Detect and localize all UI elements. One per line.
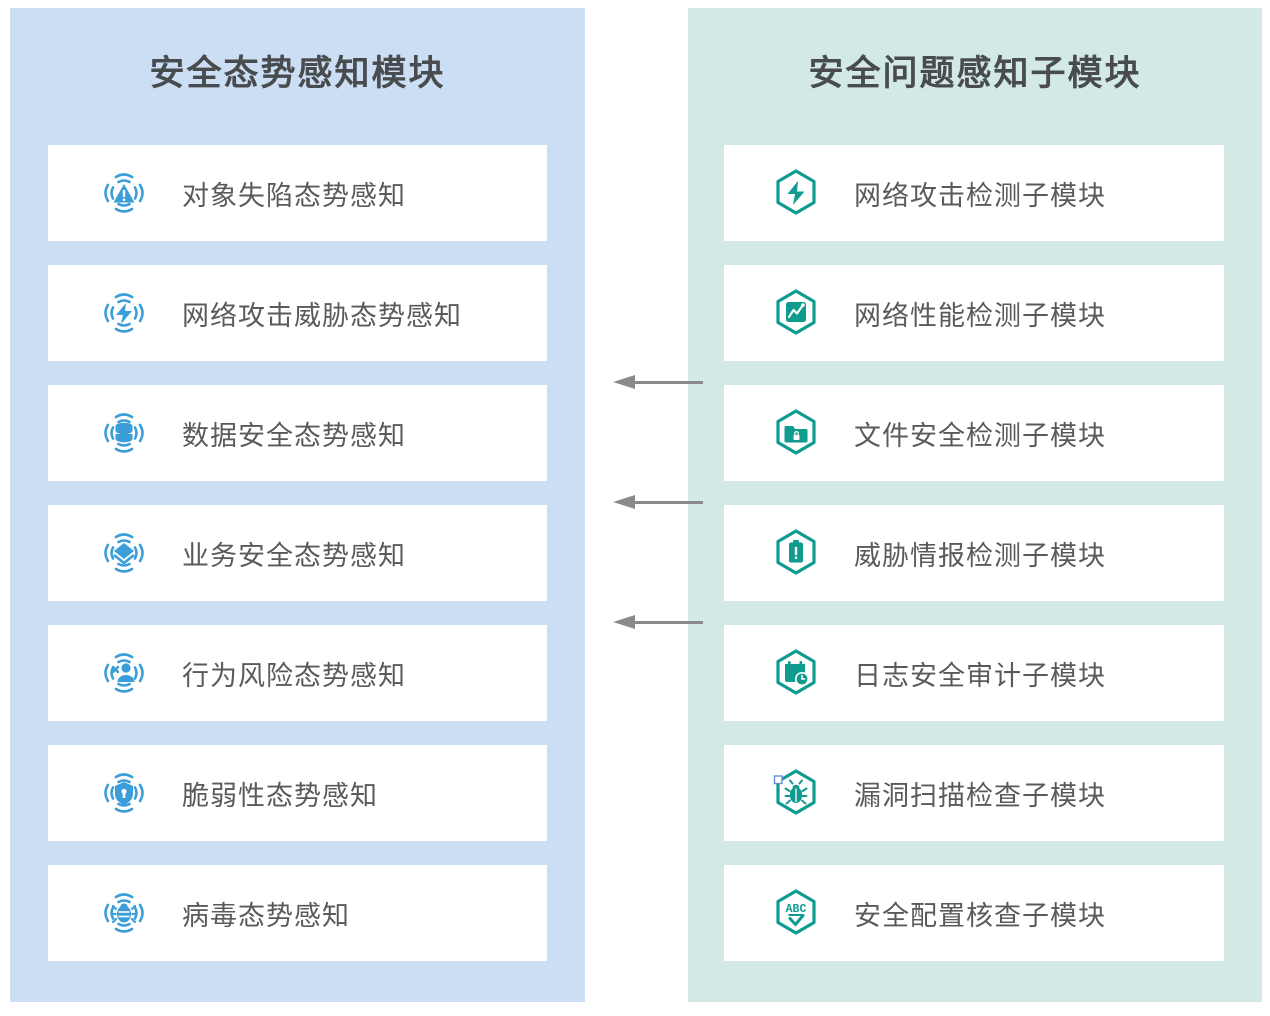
right-card-label: 威胁情报检测子模块 — [854, 540, 1106, 571]
right-card-label: 安全配置核查子模块 — [854, 900, 1106, 931]
arrow-shaft — [631, 381, 703, 384]
radar-shield-icon — [94, 763, 154, 823]
left-card-label: 行为风险态势感知 — [182, 660, 406, 691]
left-panel-title: 安全态势感知模块 — [149, 54, 446, 93]
left-card-object-compromise[interactable]: 对象失陷态势感知 — [48, 145, 547, 241]
radar-lightning-bolt-icon — [94, 283, 154, 343]
left-card-label: 对象失陷态势感知 — [182, 180, 406, 211]
right-card-file-security-detection[interactable]: 文件安全检测子模块 — [724, 385, 1224, 481]
right-card-vulnerability-scan[interactable]: 漏洞扫描检查子模块 — [724, 745, 1224, 841]
radar-diamond-icon — [94, 523, 154, 583]
left-card-label: 网络攻击威胁态势感知 — [182, 300, 462, 331]
radar-user-risk-icon — [94, 643, 154, 703]
right-card-label: 漏洞扫描检查子模块 — [854, 780, 1106, 811]
hexagon-lightning-bolt-icon — [766, 163, 826, 223]
arrow-right-to-left-2 — [613, 495, 703, 509]
hexagon-chart-line-icon — [766, 283, 826, 343]
right-card-label: 网络性能检测子模块 — [854, 300, 1106, 331]
right-card-log-security-audit[interactable]: 日志安全审计子模块 — [724, 625, 1224, 721]
arrow-shaft — [631, 621, 703, 624]
left-card-label: 数据安全态势感知 — [182, 420, 406, 451]
right-panel-card-list: 网络攻击检测子模块 网络性能检测子模块 — [688, 145, 1262, 985]
left-card-business-security[interactable]: 业务安全态势感知 — [48, 505, 547, 601]
left-card-label: 病毒态势感知 — [182, 900, 350, 931]
arrow-right-to-left-3 — [613, 615, 703, 629]
right-card-network-performance-detection[interactable]: 网络性能检测子模块 — [724, 265, 1224, 361]
right-card-network-attack-detection[interactable]: 网络攻击检测子模块 — [724, 145, 1224, 241]
left-card-label: 业务安全态势感知 — [182, 540, 406, 571]
right-card-label: 网络攻击检测子模块 — [854, 180, 1106, 211]
left-panel-security-situation-awareness: 安全态势感知模块 — [10, 8, 585, 1002]
svg-text:ABC: ABC — [786, 903, 807, 916]
arrow-head-icon — [613, 495, 635, 509]
left-card-label: 脆弱性态势感知 — [182, 780, 378, 811]
radar-bug-icon — [94, 883, 154, 943]
hexagon-alert-clipboard-icon — [766, 523, 826, 583]
hexagon-folder-lock-icon — [766, 403, 826, 463]
right-card-label: 日志安全审计子模块 — [854, 660, 1106, 691]
hexagon-bug-icon — [766, 763, 826, 823]
radar-database-icon — [94, 403, 154, 463]
right-card-label: 文件安全检测子模块 — [854, 420, 1106, 451]
hexagon-calendar-clock-icon — [766, 643, 826, 703]
right-card-security-config-check[interactable]: ABC 安全配置核查子模块 — [724, 865, 1224, 961]
left-panel-card-list: 对象失陷态势感知 — [10, 145, 585, 985]
arrow-head-icon — [613, 615, 635, 629]
left-card-data-security[interactable]: 数据安全态势感知 — [48, 385, 547, 481]
hexagon-abc-check-icon: ABC — [766, 883, 826, 943]
arrow-head-icon — [613, 375, 635, 389]
arrow-shaft — [631, 501, 703, 504]
left-card-behavior-risk[interactable]: 行为风险态势感知 — [48, 625, 547, 721]
left-card-network-attack-threat[interactable]: 网络攻击威胁态势感知 — [48, 265, 547, 361]
arrow-right-to-left-1 — [613, 375, 703, 389]
radar-warning-triangle-icon — [94, 163, 154, 223]
right-panel-security-problem-awareness: 安全问题感知子模块 网络攻击检测子模块 — [688, 8, 1262, 1002]
right-card-threat-intelligence-detection[interactable]: 威胁情报检测子模块 — [724, 505, 1224, 601]
left-card-virus[interactable]: 病毒态势感知 — [48, 865, 547, 961]
right-panel-title: 安全问题感知子模块 — [808, 54, 1142, 93]
left-card-vulnerability[interactable]: 脆弱性态势感知 — [48, 745, 547, 841]
